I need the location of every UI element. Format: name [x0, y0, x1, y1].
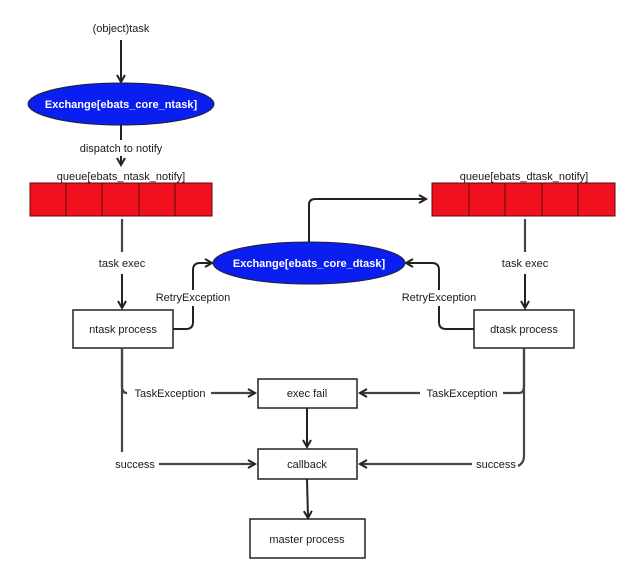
edge-dtask-to-success	[517, 348, 526, 467]
queue-dtask-label: queue[ebats_dtask_notify]	[460, 171, 588, 183]
edge-retry-left-bottom	[173, 306, 194, 330]
ntask-process-label: ntask process	[89, 324, 157, 336]
edge-callback-to-master	[307, 478, 308, 518]
exchange-dtask-node[interactable]: Exchange[ebats_core_dtask]	[212, 241, 406, 285]
queue-ntask-slot	[101, 182, 140, 217]
edge-dtask-to-taskexception	[503, 348, 526, 395]
edge-label-task-exception-left: TaskException	[135, 388, 206, 400]
queue-ntask-slot	[65, 182, 103, 217]
callback-node[interactable]: callback	[257, 448, 358, 480]
exec-fail-label: exec fail	[287, 388, 327, 400]
edge-label-retry-left: RetryException	[156, 292, 231, 304]
queue-ntask-slot	[138, 182, 176, 217]
edge-label-dispatch: dispatch to notify	[80, 143, 163, 155]
queue-dtask-slot	[577, 182, 616, 217]
queue-ntask-slot	[174, 182, 213, 217]
edge-label-task-exec-left: task exec	[99, 258, 146, 270]
exchange-ntask-node[interactable]: Exchange[ebats_core_ntask]	[27, 82, 215, 126]
queue-ntask-slot	[29, 182, 67, 217]
queue-dtask-slot	[504, 182, 543, 217]
callback-label: callback	[287, 459, 327, 471]
queue-dtask-slot	[541, 182, 579, 217]
exchange-ntask-label: Exchange[ebats_core_ntask]	[45, 99, 198, 111]
queue-dtask[interactable]	[431, 182, 616, 217]
exec-fail-node[interactable]: exec fail	[257, 378, 358, 409]
master-process-node[interactable]: master process	[249, 518, 366, 559]
queue-ntask[interactable]	[29, 182, 213, 217]
exec-fail-box	[257, 378, 358, 409]
dtask-process-node[interactable]: dtask process	[473, 309, 575, 349]
edge-retry-right-top	[406, 263, 440, 290]
queue-dtask-slot	[431, 182, 470, 217]
edge-label-success-right: success	[476, 459, 516, 471]
edge-label-success-left: success	[115, 459, 155, 471]
edge-label-task-exception-right: TaskException	[427, 388, 498, 400]
queue-dtask-slot	[468, 182, 506, 217]
exchange-dtask-label: Exchange[ebats_core_dtask]	[233, 258, 386, 270]
edge-retry-right-bottom	[438, 306, 474, 330]
input-label: (object)task	[93, 23, 150, 35]
ntask-process-node[interactable]: ntask process	[72, 309, 174, 349]
callback-box	[257, 448, 358, 480]
master-process-box	[249, 518, 366, 559]
queue-ntask-label: queue[ebats_ntask_notify]	[57, 171, 185, 183]
dtask-process-label: dtask process	[490, 324, 558, 336]
edge-retry-left-top	[192, 263, 212, 290]
master-process-label: master process	[269, 534, 345, 546]
edge-label-retry-right: RetryException	[402, 292, 477, 304]
edge-label-task-exec-right: task exec	[502, 258, 549, 270]
edge-exchange-dtask-to-queue	[308, 199, 426, 242]
